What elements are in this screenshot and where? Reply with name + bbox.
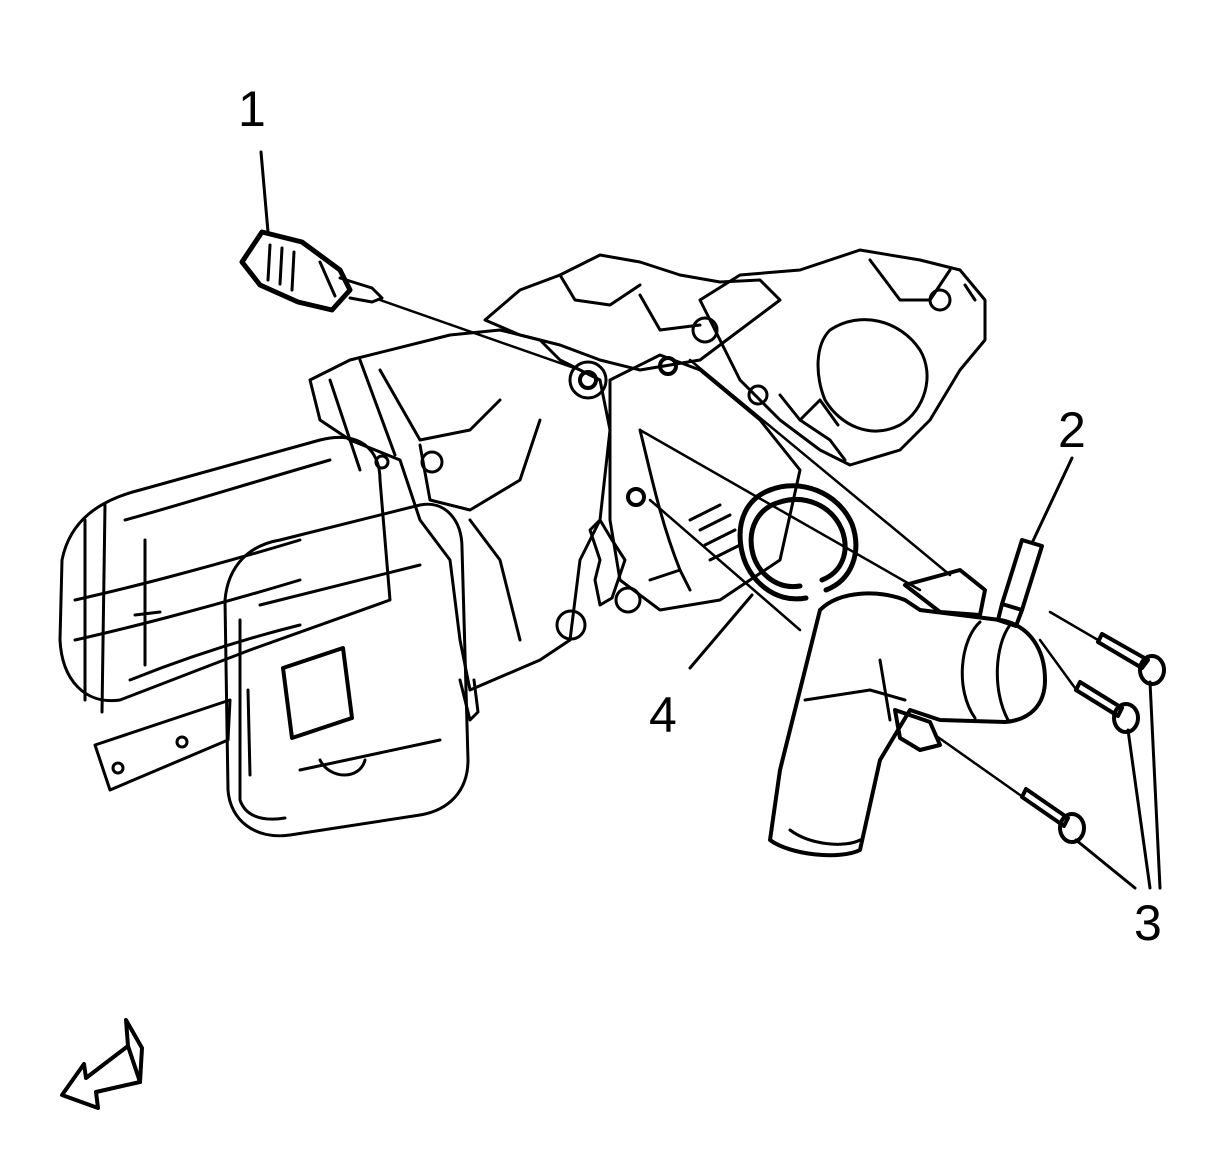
outlet-tube bbox=[588, 353, 802, 614]
callout-1: 1 bbox=[238, 81, 266, 137]
bolt-part-middle bbox=[1074, 680, 1140, 734]
callout-3: 3 bbox=[1134, 895, 1162, 951]
stud-part bbox=[996, 538, 1044, 628]
seal-ring-part bbox=[737, 483, 859, 602]
assembly-lines bbox=[378, 298, 1100, 797]
bolt-part-lower bbox=[1020, 787, 1086, 844]
egr-valve-housing bbox=[308, 253, 782, 722]
elbow-fitting bbox=[768, 568, 1047, 858]
sensor-part bbox=[239, 229, 384, 313]
cooler-body bbox=[58, 435, 470, 838]
bolt-part-upper bbox=[1096, 632, 1166, 686]
arrow-left-icon bbox=[60, 1018, 144, 1110]
callout-2: 2 bbox=[1058, 402, 1086, 458]
callout-4: 4 bbox=[649, 687, 677, 743]
actuator-motor bbox=[698, 248, 987, 467]
leader-lines bbox=[259, 150, 1162, 890]
